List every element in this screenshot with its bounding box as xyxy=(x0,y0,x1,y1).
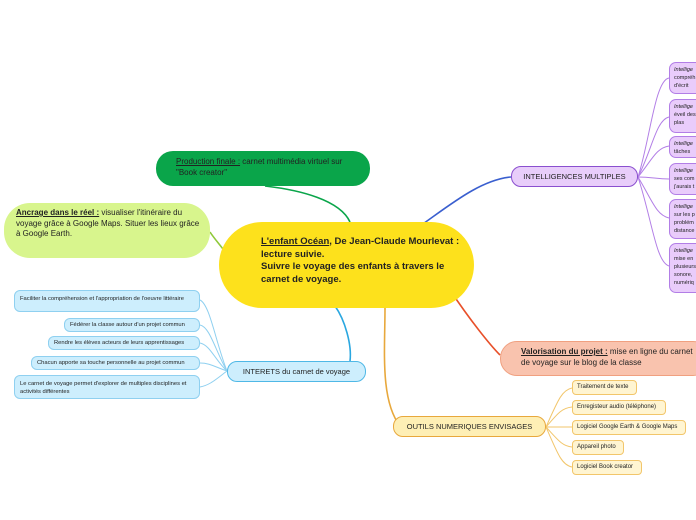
outil-item[interactable]: Traitement de texte xyxy=(572,380,637,395)
interet-item[interactable]: Le carnet de voyage permet d'explorer de… xyxy=(14,375,200,399)
interets-node[interactable]: INTERETS du carnet de voyage xyxy=(227,361,366,382)
central-topic[interactable]: L'enfant Océan, De Jean-Claude Mourlevat… xyxy=(219,222,474,308)
intelligence-item-body: sur les p problém distance xyxy=(674,212,695,234)
intelligence-item-head: Intellige xyxy=(674,248,693,254)
intelligences-node[interactable]: INTELLIGENCES MULTIPLES xyxy=(511,166,638,187)
intelligence-item-head: Intellige xyxy=(674,204,693,210)
valorisation-node[interactable]: Valorisation du projet : mise en ligne d… xyxy=(500,341,696,376)
central-title-link: L'enfant Océan xyxy=(261,236,330,247)
valorisation-label: Valorisation du projet : xyxy=(521,347,608,356)
central-subtitle: Suivre le voyage des enfants à travers l… xyxy=(261,261,445,285)
outil-item[interactable]: Logiciel Book creator xyxy=(572,460,642,475)
production-label: Production finale : xyxy=(176,157,241,166)
intelligence-item[interactable]: Intellige éveil des arts plas xyxy=(669,99,696,133)
intelligence-item-head: Intellige xyxy=(674,104,693,110)
ancrage-label: Ancrage dans le réel : xyxy=(16,208,100,217)
intelligence-item-body: ses com j'aurais t xyxy=(674,176,695,190)
intelligence-item-body: éveil des arts plas xyxy=(674,112,696,126)
outil-item[interactable]: Logiciel Google Earth & Google Maps xyxy=(572,420,686,435)
production-finale-node[interactable]: Production finale : carnet multimédia vi… xyxy=(156,151,370,186)
outil-item[interactable]: Enregisteur audio (téléphone) xyxy=(572,400,666,415)
ancrage-text: visualiser l'itinéraire du voyage grâce … xyxy=(16,208,200,238)
intelligence-item[interactable]: Intellige sur les p problém distance xyxy=(669,199,696,239)
interet-item[interactable]: Faciliter la compréhension et l'appropri… xyxy=(14,290,200,312)
intelligence-item-head: Intellige xyxy=(674,141,693,147)
interet-item[interactable]: Fédérer la classe autour d'un projet com… xyxy=(64,318,200,332)
intelligence-item[interactable]: Intellige ses com j'aurais t xyxy=(669,163,696,195)
intelligence-item-head: Intellige xyxy=(674,67,693,73)
intelligence-item-body: tâches xyxy=(674,149,691,155)
outils-node[interactable]: OUTILS NUMERIQUES ENVISAGES xyxy=(393,416,546,437)
outil-item[interactable]: Appareil photo xyxy=(572,440,624,455)
ancrage-node[interactable]: Ancrage dans le réel : visualiser l'itin… xyxy=(4,203,210,258)
intelligence-item[interactable]: Intellige mise en plusieurs sonore, numé… xyxy=(669,243,696,293)
intelligence-item[interactable]: Intellige tâches xyxy=(669,136,696,158)
intelligence-item[interactable]: Intellige compréh d'écrit xyxy=(669,62,696,94)
interet-item[interactable]: Chacun apporte sa touche personnelle au … xyxy=(31,356,200,370)
central-title-rest: , De Jean-Claude Mourlevat : lecture sui… xyxy=(261,236,460,260)
intelligence-item-body: mise en plusieurs sonore, numériq xyxy=(674,256,696,286)
intelligence-item-body: compréh d'écrit xyxy=(674,75,696,89)
valorisation-text: mise en ligne du carnet de voyage sur le… xyxy=(521,347,693,367)
interet-item[interactable]: Rendre les élèves acteurs de leurs appre… xyxy=(48,336,200,350)
production-text: carnet multimédia virtuel sur "Book crea… xyxy=(176,157,343,177)
intelligence-item-head: Intellige xyxy=(674,168,693,174)
